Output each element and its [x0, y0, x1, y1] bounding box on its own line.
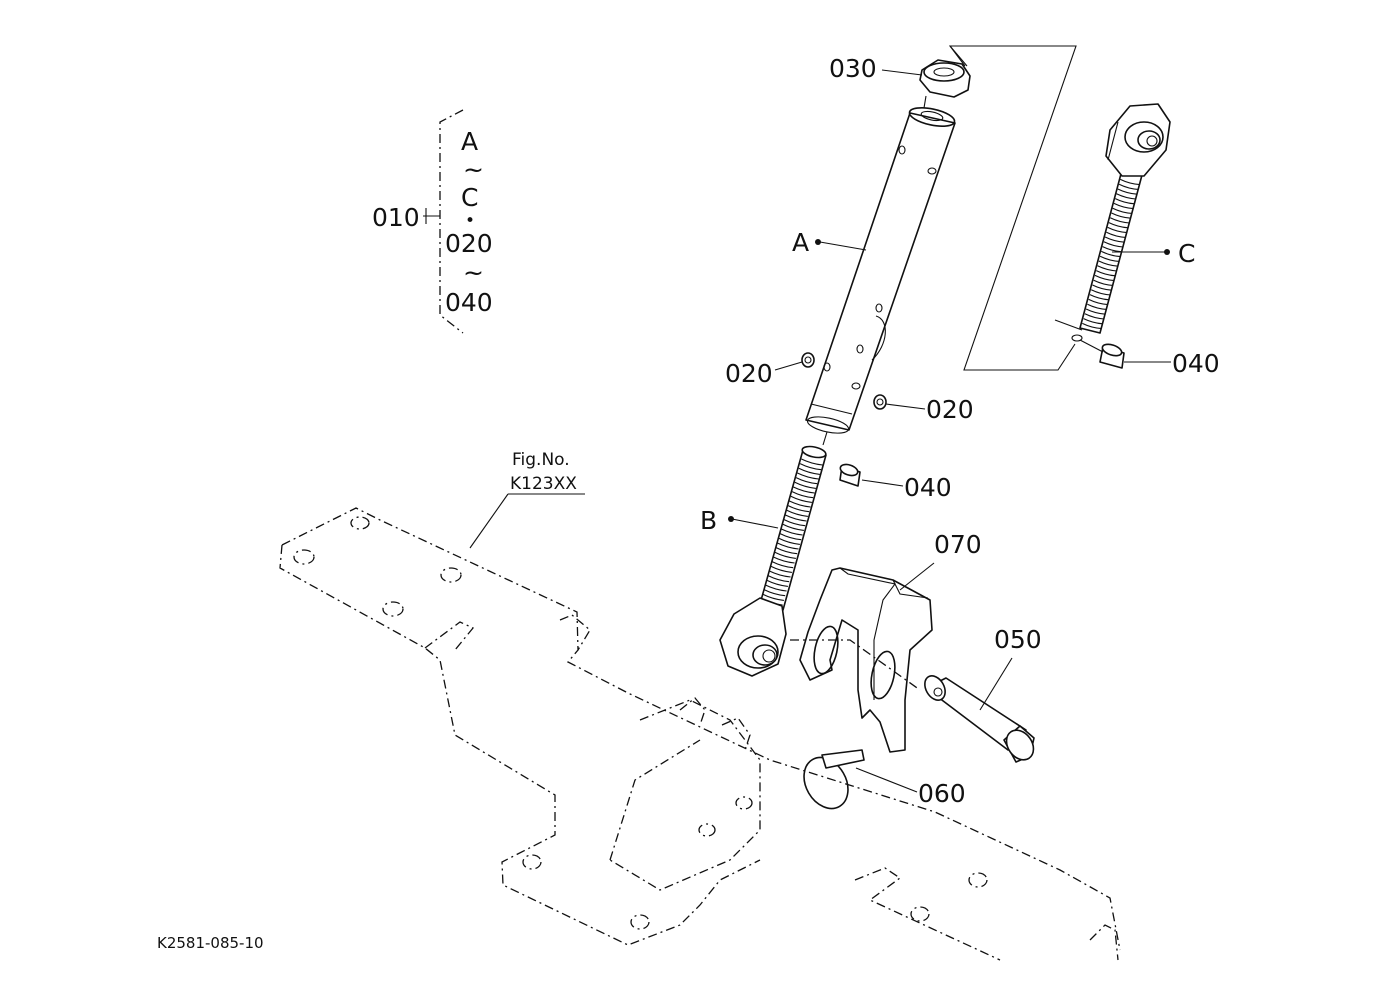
part-label-060[interactable]: 060: [918, 779, 966, 808]
part-040-spring-pin-center: 040: [839, 463, 952, 502]
fig-no-label: Fig.No.: [512, 450, 570, 470]
assembly-key-line-020: 020: [445, 229, 493, 258]
assembly-key-line-a: A: [461, 127, 478, 156]
frame-reference-part: [279, 507, 1121, 961]
assembly-key-tilde-1: ~: [463, 155, 484, 184]
assembly-key: 010 A ~ C • 020 ~ 040: [372, 109, 493, 334]
part-070-bracket: 070: [799, 530, 982, 753]
part-label-c[interactable]: C: [1178, 239, 1195, 268]
part-label-070[interactable]: 070: [934, 530, 982, 559]
part-label-040-center[interactable]: 040: [904, 473, 952, 502]
part-050-clevis-pin: 050: [924, 625, 1042, 763]
part-label-a[interactable]: A: [792, 228, 809, 257]
part-label-020-left[interactable]: 020: [725, 359, 773, 388]
part-020-grease-nipple-left: 020: [725, 352, 815, 388]
part-label-010[interactable]: 010: [372, 203, 420, 232]
part-label-040-right[interactable]: 040: [1172, 349, 1220, 378]
part-030-nut: 030: [829, 54, 971, 98]
part-label-020-right[interactable]: 020: [926, 395, 974, 424]
assembly-key-dot: •: [465, 211, 475, 231]
detail-box-c: [948, 45, 1077, 371]
part-c-threaded-rod: C: [1054, 103, 1195, 342]
drawing-id: K2581-085-10: [157, 934, 264, 952]
part-020-grease-nipple-right: 020: [873, 394, 974, 424]
part-b-threaded-rod: B: [700, 445, 827, 677]
part-label-030[interactable]: 030: [829, 54, 877, 83]
assembly-key-line-040: 040: [445, 288, 493, 317]
part-label-b[interactable]: B: [700, 506, 717, 535]
figure-reference: Fig.No. K123XX: [469, 450, 585, 549]
part-040-spring-pin-right: 040: [1079, 339, 1220, 378]
part-label-050[interactable]: 050: [994, 625, 1042, 654]
part-a-tube: A: [792, 95, 956, 446]
assembly-key-tilde-2: ~: [463, 258, 484, 287]
assembly-key-line-c: C: [461, 183, 478, 212]
part-060-lynch-pin: 060: [803, 749, 966, 810]
fig-no-value[interactable]: K123XX: [510, 474, 577, 494]
